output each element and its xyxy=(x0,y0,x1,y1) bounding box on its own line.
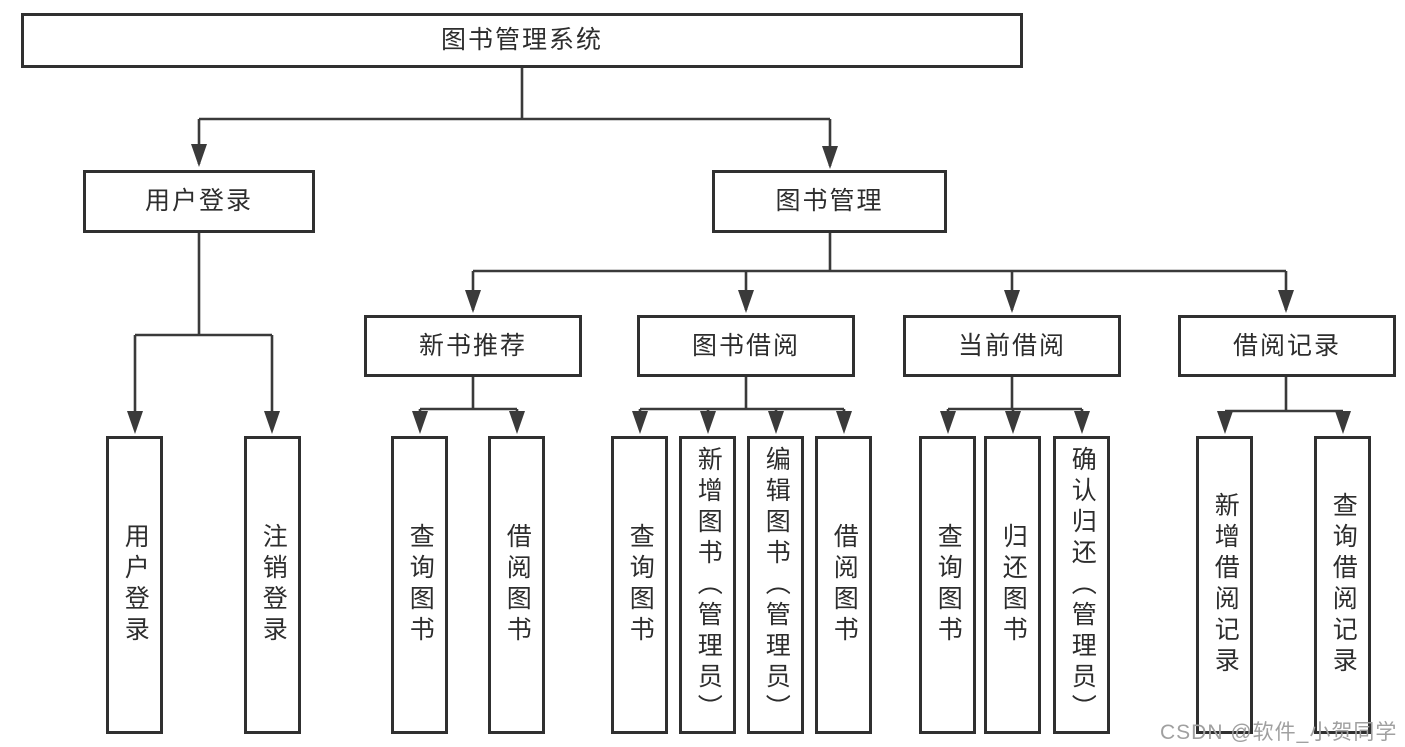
leaf-edit-book-admin: 编辑图书（管理员） xyxy=(747,436,804,734)
node-label: 图书管理 xyxy=(775,187,884,215)
leaf-label: 归还图书 xyxy=(999,523,1028,647)
node-borrowing-records: 借阅记录 xyxy=(1178,315,1396,377)
leaf-label: 查询借阅记录 xyxy=(1329,492,1358,678)
node-new-book-recommendation: 新书推荐 xyxy=(364,315,582,377)
node-label: 图书借阅 xyxy=(691,331,800,360)
node-label: 借阅记录 xyxy=(1232,331,1341,360)
leaf-return-books: 归还图书 xyxy=(984,436,1041,734)
leaf-logout: 注销登录 xyxy=(244,436,301,734)
leaf-label: 查询图书 xyxy=(934,523,963,647)
leaf-label: 查询图书 xyxy=(626,523,655,647)
leaf-query-books-borrowing: 查询图书 xyxy=(611,436,668,734)
leaf-query-borrow-record: 查询借阅记录 xyxy=(1314,436,1371,734)
leaf-add-book-admin: 新增图书（管理员） xyxy=(679,436,736,734)
leaf-query-books-current: 查询图书 xyxy=(919,436,976,734)
leaf-label: 注销登录 xyxy=(259,523,288,647)
leaf-label: 新增借阅记录 xyxy=(1211,492,1240,678)
node-book-management: 图书管理 xyxy=(712,170,947,233)
leaf-label: 编辑图书（管理员） xyxy=(762,445,791,725)
leaf-label: 借阅图书 xyxy=(503,523,532,647)
watermark: CSDN @软件_小贺同学 xyxy=(1160,721,1398,744)
node-label: 当前借阅 xyxy=(957,331,1066,360)
node-system-root: 图书管理系统 xyxy=(21,13,1023,68)
leaf-borrow-books-recommend: 借阅图书 xyxy=(488,436,545,734)
leaf-user-login: 用户登录 xyxy=(106,436,163,734)
node-user-login: 用户登录 xyxy=(83,170,315,233)
leaf-borrow-books-borrowing: 借阅图书 xyxy=(815,436,872,734)
leaf-add-borrow-record: 新增借阅记录 xyxy=(1196,436,1253,734)
leaf-label: 查询图书 xyxy=(406,523,435,647)
node-current-borrowing: 当前借阅 xyxy=(903,315,1121,377)
leaf-label: 借阅图书 xyxy=(830,523,859,647)
leaf-label: 确认归还（管理员） xyxy=(1068,445,1097,725)
node-book-borrowing: 图书借阅 xyxy=(637,315,855,377)
leaf-query-books-recommend: 查询图书 xyxy=(391,436,448,734)
node-label: 用户登录 xyxy=(144,187,253,215)
leaf-label: 新增图书（管理员） xyxy=(694,445,723,725)
leaf-confirm-return-admin: 确认归还（管理员） xyxy=(1053,436,1110,734)
node-label: 新书推荐 xyxy=(418,331,527,360)
node-label: 图书管理系统 xyxy=(440,26,603,54)
leaf-label: 用户登录 xyxy=(121,523,150,647)
